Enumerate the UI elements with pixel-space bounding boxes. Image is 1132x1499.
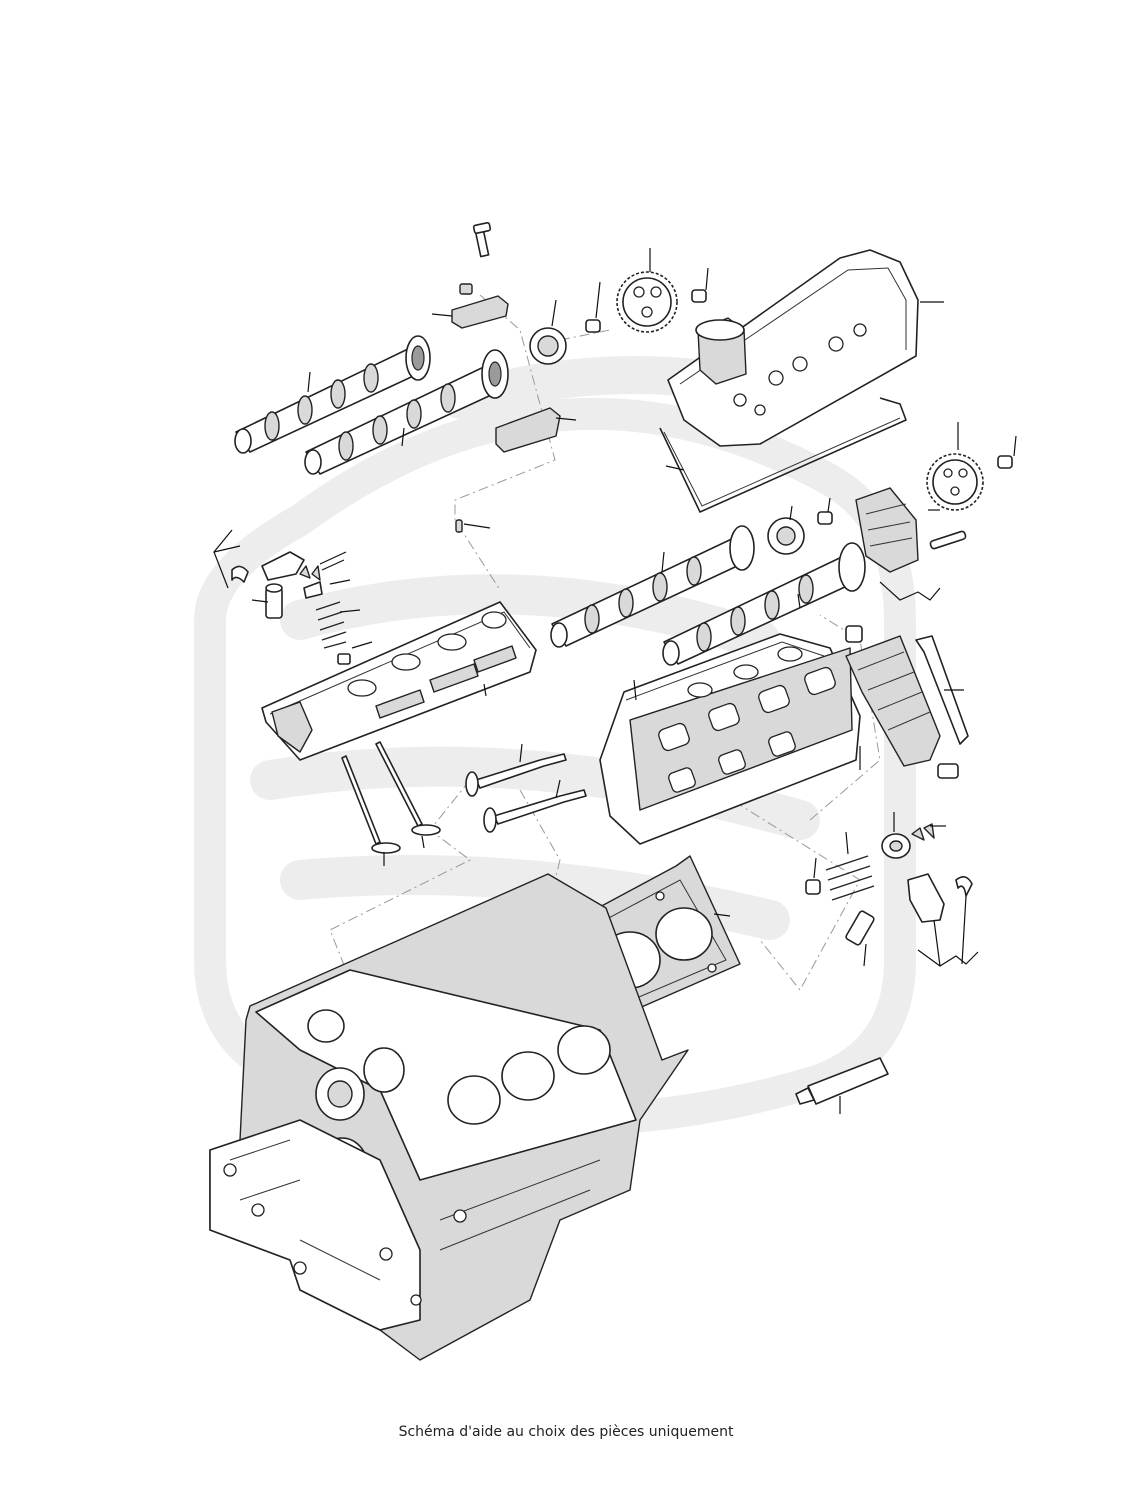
camshaft-sprocket-icon [729, 525, 755, 571]
hydraulic-lifter-icon [845, 910, 875, 946]
diagram-caption: Schéma d'aide au choix des pièces unique… [398, 1424, 734, 1440]
camshaft-lower-right [662, 542, 866, 666]
bearing-cap-icon [451, 295, 509, 329]
oil-filler-neck-icon [695, 319, 745, 341]
valvetrain-right [805, 812, 979, 967]
valves-left [341, 741, 441, 866]
bolt-icon [585, 319, 601, 333]
bolt-icon [817, 511, 833, 525]
dowel-pin-icon [455, 519, 463, 533]
valvetrain-left [213, 529, 373, 665]
camshaft-upper-right [550, 525, 755, 648]
retaining-clip-icon [955, 876, 973, 897]
bearing-cap-lower-icon [495, 407, 561, 453]
bolt-icon [937, 763, 959, 779]
valve-stem-seal-icon [337, 653, 351, 665]
valve-icon [341, 755, 381, 845]
cover-gasket-icon [659, 397, 907, 513]
valve-icon [375, 741, 423, 827]
retaining-clip-icon [231, 565, 249, 583]
bolt-icon [929, 530, 967, 550]
cylinder-head-right [599, 633, 861, 845]
cylinder-head-cover-icon [667, 249, 919, 447]
valve-icon [475, 753, 567, 789]
camshaft-upper-left [234, 335, 431, 454]
cylinder-head-left [261, 601, 537, 761]
bolt-icon [997, 455, 1013, 469]
camshaft-lower-left [304, 349, 509, 475]
rocker-arm-icon [907, 873, 945, 923]
timing-chain-guide-icon [845, 635, 941, 767]
chain-guide-right [845, 625, 969, 779]
cam-adjuster-upper [529, 248, 709, 365]
cylinder-head-icon [261, 601, 537, 761]
bolt-icon [845, 625, 863, 643]
timing-chain-tensioner-icon [855, 487, 919, 573]
valve-cotter-icon [299, 565, 321, 581]
cam-drive-right [767, 422, 1017, 601]
cylinder-head-cover [659, 249, 944, 513]
valve-icon [493, 789, 587, 825]
bolt-icon [691, 289, 707, 303]
valve-spring-icon [825, 855, 875, 901]
washer-icon [459, 283, 473, 295]
rocker-arm-icon [261, 551, 305, 581]
valve-spring-icon [315, 601, 347, 649]
sealant-tube [795, 1057, 889, 1114]
valve-cotter-icon [911, 823, 935, 841]
engine-block [209, 873, 689, 1361]
camshaft-sprocket-icon [838, 542, 866, 592]
chain-rail-icon [915, 635, 969, 745]
valve-stem-seal-icon [805, 879, 821, 895]
spring-retainer-icon [303, 581, 323, 599]
upper-bolt-group [431, 221, 577, 453]
valves-right [465, 743, 587, 833]
